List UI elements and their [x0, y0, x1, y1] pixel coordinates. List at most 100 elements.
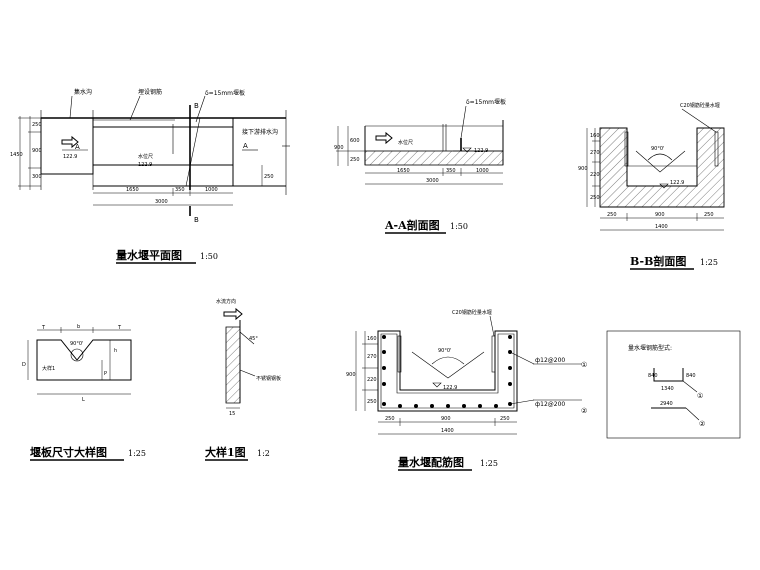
plan-elev-mid: 122.9 [138, 162, 152, 168]
shapes-mark1: ① [697, 392, 703, 400]
bb-dim-left-1: 160 [590, 133, 600, 139]
plate-p: P [104, 371, 107, 377]
aa-dim-total: 3000 [426, 178, 439, 184]
aa-elev: 122.9 [474, 148, 488, 154]
plan-dim-left-3: 300 [32, 174, 42, 180]
plate-b: b [77, 324, 80, 330]
rebar-elev: 122.9 [443, 385, 457, 391]
plan-section-b-bottom: B [194, 216, 199, 224]
rebar-dim-total: 1400 [441, 428, 454, 434]
plate-detail-label: 大样1 [42, 365, 55, 372]
plan-ruler-label: 水位尺 [138, 153, 153, 160]
aa-ruler-label: 水位尺 [398, 139, 413, 146]
bb-dim-bottom-2: 900 [655, 212, 665, 218]
plate-t-right: T [117, 325, 122, 331]
bb-angle: 90°0' [651, 146, 664, 152]
shapes-s2-len: 2940 [660, 401, 673, 407]
aa-dim-bottom-3: 1000 [476, 168, 489, 174]
plan-elev-left: 122.9 [63, 154, 77, 160]
bb-dim-total: 1400 [655, 224, 668, 230]
rebar-bar2: ф12@200 [535, 401, 565, 408]
detail-angle: 45° [249, 336, 258, 342]
plan-ditch-label: 集水沟 [74, 88, 92, 96]
plan-dim-left-2: 900 [32, 148, 42, 154]
plate-l: L [82, 397, 85, 403]
aa-scale: 1:50 [450, 222, 468, 231]
bb-elev: 122.9 [670, 180, 684, 186]
bb-dim-total-h: 900 [578, 166, 588, 172]
rebar-dim-bottom-2: 900 [441, 416, 451, 422]
bb-section: C20钢筋砼量水堰 90°0' 122.9 160 270 220 250 90… [578, 102, 725, 270]
plan-dim-right: 250 [264, 174, 274, 180]
aa-dim-total-h: 900 [334, 145, 344, 151]
bb-dim-bottom-1: 250 [607, 212, 617, 218]
plan-view: 集水沟 埋设钢筋 δ=15mm堰板 接下游排水沟 水位尺 A A B B 122… [10, 88, 290, 264]
rebar-dim-left-1: 160 [367, 336, 377, 342]
plan-downstream-label: 接下游排水沟 [242, 128, 278, 136]
rebar-dim-left-4: 250 [367, 399, 377, 405]
plate-scale: 1:25 [128, 449, 146, 458]
plan-scale: 1:50 [200, 252, 218, 261]
aa-dim-bottom-1: 1650 [397, 168, 410, 174]
plan-plate-label: δ=15mm堰板 [205, 89, 245, 97]
shapes-s1-bottom: 1340 [661, 386, 674, 392]
plate-t-left: T [41, 325, 46, 331]
bb-dim-left-3: 220 [590, 172, 600, 178]
plan-section-a-right: A [243, 142, 248, 150]
rebar-drawing: C20钢筋砼量水堰 90°0' 122.9 ф12@200 ф12@200 ① … [346, 309, 587, 471]
rebar-dots [382, 335, 512, 408]
plan-title: 量水堰平面图 [116, 248, 182, 262]
shapes-mark2: ② [699, 420, 705, 428]
rebar-concrete-label: C20钢筋砼量水堰 [452, 309, 492, 316]
rebar-shapes: 量水堰钢筋型式: 840 840 1340 2940 ① ② [606, 330, 741, 439]
rebar-dim-bottom-3: 250 [500, 416, 510, 422]
plan-dim-bottom-2: 350 [175, 187, 185, 193]
bb-dim-left-2: 270 [590, 150, 600, 156]
bb-scale: 1:25 [700, 258, 718, 267]
bb-title: B-B剖面图 [630, 254, 686, 268]
aa-dim-bottom-2: 350 [446, 168, 456, 174]
plate-angle: 90°0' [70, 341, 83, 347]
plate-h: h [114, 348, 117, 354]
plate-detail: T b T D h P L 90°0' 大样1 堰板尺寸大样图 1:25 [22, 324, 146, 461]
shapes-title: 量水堰钢筋型式: [628, 344, 672, 352]
rebar-bar1: ф12@200 [535, 357, 565, 364]
aa-plate-label: δ=15mm堰板 [466, 98, 506, 106]
rebar-dim-total-h: 900 [346, 372, 356, 378]
detail-1: 水流方向 45° 不锈钢钢板 15 大样1图 1:2 [205, 298, 281, 461]
detail-steel-label: 不锈钢钢板 [256, 375, 281, 382]
rebar-mark2: ② [581, 407, 587, 415]
bb-dim-left-4: 250 [590, 195, 600, 201]
plan-section-a-left: A [75, 143, 80, 151]
aa-dim-left-1: 600 [350, 138, 360, 144]
rebar-mark1: ① [581, 361, 587, 369]
plan-dim-bottom-1: 1650 [126, 187, 139, 193]
plan-rebar-label: 埋设钢筋 [138, 88, 162, 96]
aa-dim-left-2: 250 [350, 157, 360, 163]
rebar-dim-left-2: 270 [367, 354, 377, 360]
plate-title: 堰板尺寸大样图 [30, 445, 107, 459]
detail-flow-label: 水流方向 [216, 298, 236, 305]
rebar-dim-bottom-1: 250 [385, 416, 395, 422]
rebar-scale: 1:25 [480, 459, 498, 468]
plan-dim-left-1: 250 [32, 122, 42, 128]
detail-dim: 15 [229, 411, 235, 417]
plan-section-b-top: B [194, 102, 199, 110]
bb-concrete-label: C20钢筋砼量水堰 [680, 102, 720, 109]
rebar-dim-left-3: 220 [367, 377, 377, 383]
shapes-s1-left: 840 [648, 373, 658, 379]
bb-dim-bottom-3: 250 [704, 212, 714, 218]
plan-dim-bottom-3: 1000 [205, 187, 218, 193]
rebar-angle: 90°0' [438, 348, 451, 354]
plan-dim-total-h: 1450 [10, 152, 23, 158]
rebar-title: 量水堰配筋图 [398, 455, 464, 469]
plan-dim-total: 3000 [155, 199, 168, 205]
plate-d: D [22, 362, 26, 368]
aa-section: δ=15mm堰板 水位尺 122.9 600 250 900 1650 350 … [334, 98, 506, 234]
aa-title: A-A剖面图 [384, 218, 440, 232]
shapes-s1-right: 840 [686, 373, 696, 379]
detail-scale: 1:2 [257, 449, 270, 458]
detail-title: 大样1图 [205, 445, 246, 459]
